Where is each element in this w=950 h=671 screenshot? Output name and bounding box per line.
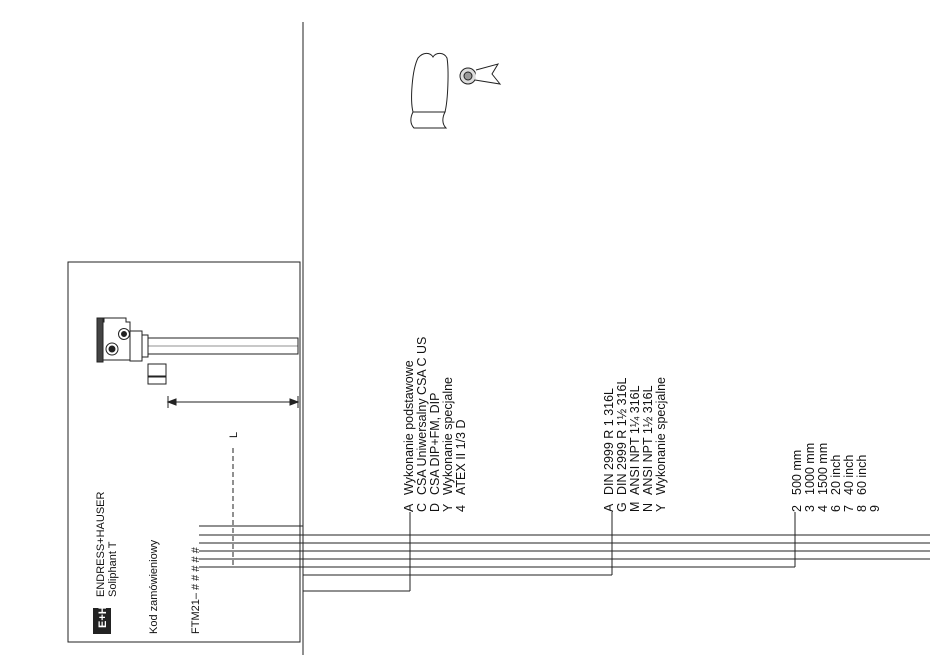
probe-length-labels: 500 mm 1000 mm 1500 mm 20 inch 40 inch 6… [790,443,869,495]
svg-text:4: 4 [454,505,468,512]
dimension-l [166,396,300,408]
probe-length-codes: 2 3 4 6 7 8 9 [790,505,882,512]
svg-text:E+H: E+H [97,606,109,628]
svg-text:7: 7 [842,505,856,512]
svg-text:40 inch: 40 inch [842,455,856,495]
svg-text:20 inch: 20 inch [829,455,843,495]
svg-text:ANSI NPT 1½ 316L: ANSI NPT 1½ 316L [641,385,655,495]
brand-name: ENDRESS+HAUSER [95,491,107,597]
svg-text:1000 mm: 1000 mm [803,443,817,495]
model-name: Soliphant T [107,541,119,597]
svg-text:CSA DIP+FM, DIP: CSA DIP+FM, DIP [428,393,442,495]
svg-text:2: 2 [790,505,804,512]
process-connection-labels: DIN 2999 R 1 316L DIN 2999 R 1½ 316L ANS… [602,377,668,495]
svg-text:3: 3 [803,505,817,512]
svg-text:N: N [641,503,655,512]
svg-text:9: 9 [868,505,882,512]
certificate-scroll-icon [410,52,502,129]
svg-text:DIN 2999 R 1 316L: DIN 2999 R 1 316L [602,388,616,495]
level-switch-device-icon [96,317,299,385]
svg-text:4: 4 [816,505,830,512]
approval-codes: A C D Y 4 [402,503,468,512]
svg-text:6: 6 [829,505,843,512]
svg-text:Wykonanie podstawowe: Wykonanie podstawowe [402,360,416,495]
svg-text:C: C [415,503,429,512]
svg-text:Y: Y [654,503,668,512]
svg-text:ANSI NPT 1¼ 316L: ANSI NPT 1¼ 316L [628,385,642,495]
svg-text:CSA Uniwersalny CSA C US: CSA Uniwersalny CSA C US [415,337,429,495]
svg-text:G: G [615,502,629,512]
svg-text:DIN 2999 R 1½ 316L: DIN 2999 R 1½ 316L [615,378,629,495]
svg-text:A: A [602,503,616,512]
endress-hauser-logo: E+H [93,606,111,634]
order-code-pattern: FTM21– # # # # # [190,546,202,634]
svg-text:D: D [428,503,442,512]
svg-text:Wykonanie specjalne: Wykonanie specjalne [441,377,455,495]
order-code-label: Kod zamówieniowy [148,539,160,634]
product-box [67,261,301,643]
svg-text:M: M [628,502,642,512]
svg-text:ATEX II 1/3 D: ATEX II 1/3 D [454,420,468,496]
approval-labels: Wykonanie podstawowe CSA Uniwersalny CSA… [402,337,468,495]
svg-text:A: A [402,503,416,512]
svg-text:1500 mm: 1500 mm [816,443,830,495]
svg-text:500 mm: 500 mm [790,450,804,495]
leader-lines [199,512,930,592]
process-connection-codes: A G M N Y [602,502,668,512]
svg-text:8: 8 [855,505,869,512]
svg-text:60 inch: 60 inch [855,455,869,495]
svg-text:Y: Y [441,503,455,512]
svg-text:Wykonanie specjalne: Wykonanie specjalne [654,377,668,495]
dimension-label: L [228,432,240,438]
